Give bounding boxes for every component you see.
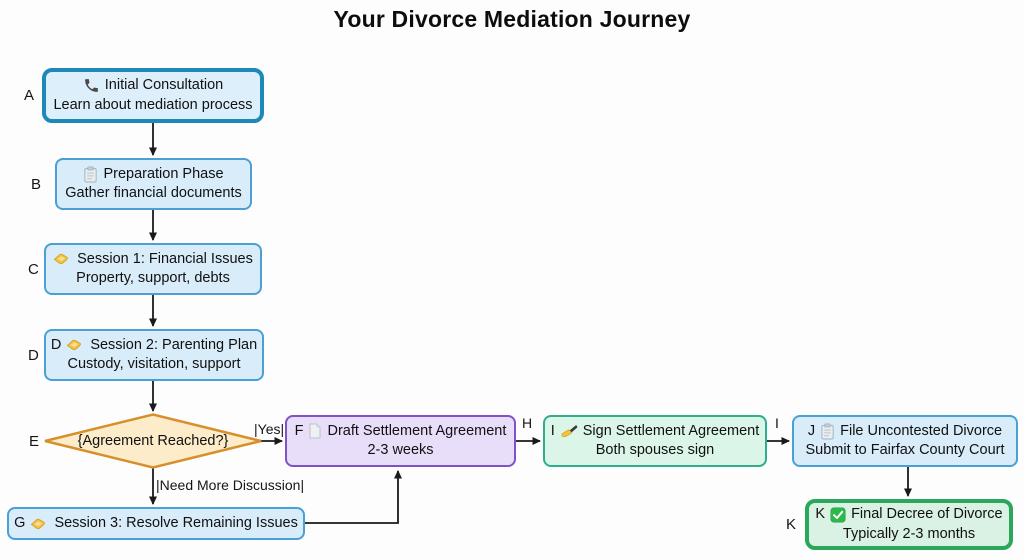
node-sign-settlement-agreement: I Sign Settlement Agreement Both spouses… (543, 415, 767, 467)
handshake-icon (66, 340, 82, 351)
node-letter-d: D (28, 347, 39, 364)
node-agreement-reached: {Agreement Reached?} (77, 433, 229, 449)
node-k-line1: Final Decree of Divorce (851, 506, 1003, 523)
node-b-line2: Gather financial documents (65, 185, 242, 201)
node-k-prefix: K (815, 506, 826, 523)
node-i-prefix: I (550, 422, 555, 439)
node-d-line1: Session 2: Parenting Plan (90, 336, 258, 353)
node-f-prefix: F (294, 422, 304, 439)
node-d-line2: Custody, visitation, support (67, 356, 241, 372)
clipboard-icon (821, 423, 834, 440)
node-f-line1: Draft Settlement Agreement (327, 422, 507, 439)
page-title: Your Divorce Mediation Journey (333, 6, 691, 32)
node-letter-e: E (29, 433, 40, 450)
node-session-1: Session 1: Financial Issues Property, su… (44, 243, 262, 295)
node-j-line1: File Uncontested Divorce (840, 422, 1003, 439)
writing-hand-icon (561, 425, 578, 438)
handshake-icon (53, 254, 69, 265)
node-b-line1: Preparation Phase (103, 165, 224, 182)
node-final-decree: K Final Decree of Divorce Typically 2-3 … (805, 499, 1013, 550)
node-g-prefix: G (14, 514, 26, 531)
node-c-line1: Session 1: Financial Issues (77, 250, 253, 267)
node-a-line2: Learn about mediation process (53, 96, 253, 113)
node-g-line1: Session 3: Resolve Remaining Issues (54, 514, 298, 531)
edge-g-f (305, 470, 402, 524)
edge-label-yes: |Yes| (254, 421, 285, 437)
node-j-prefix: J (807, 422, 816, 439)
node-preparation-phase: Preparation Phase Gather financial docum… (55, 158, 252, 210)
node-i-line2: Both spouses sign (595, 442, 715, 458)
node-j-line2: Submit to Fairfax County Court (805, 442, 1005, 458)
phone-icon (84, 79, 98, 93)
node-session-3: G Session 3: Resolve Remaining Issues (7, 507, 305, 540)
node-k-line2: Typically 2-3 months (842, 525, 976, 542)
node-a-line1: Initial Consultation (104, 77, 224, 94)
node-i-line1: Sign Settlement Agreement (582, 422, 760, 439)
node-letter-a: A (24, 87, 35, 104)
node-initial-consultation: Initial Consultation Learn about mediati… (42, 68, 264, 123)
node-letter-k: K (786, 516, 797, 533)
node-file-uncontested-divorce: J File Uncontested Divorce Submit to Fai… (792, 415, 1018, 467)
check-icon (830, 507, 846, 523)
node-c-line2: Property, support, debts (76, 270, 230, 286)
node-letter-b: B (31, 176, 42, 193)
document-icon (309, 423, 321, 439)
node-d-prefix: D (50, 336, 62, 353)
node-session-2: D Session 2: Parenting Plan Custody, vis… (44, 329, 264, 381)
edge-label-need-more-discussion: |Need More Discussion| (156, 477, 305, 493)
node-draft-settlement-agreement: F Draft Settlement Agreement 2-3 weeks (285, 415, 516, 467)
handshake-icon (31, 518, 46, 529)
edge-label-i: I (775, 415, 779, 431)
edge-label-h: H (522, 415, 533, 431)
clipboard-icon (84, 166, 98, 183)
node-letter-c: C (28, 261, 39, 278)
node-f-line2: 2-3 weeks (367, 442, 434, 458)
